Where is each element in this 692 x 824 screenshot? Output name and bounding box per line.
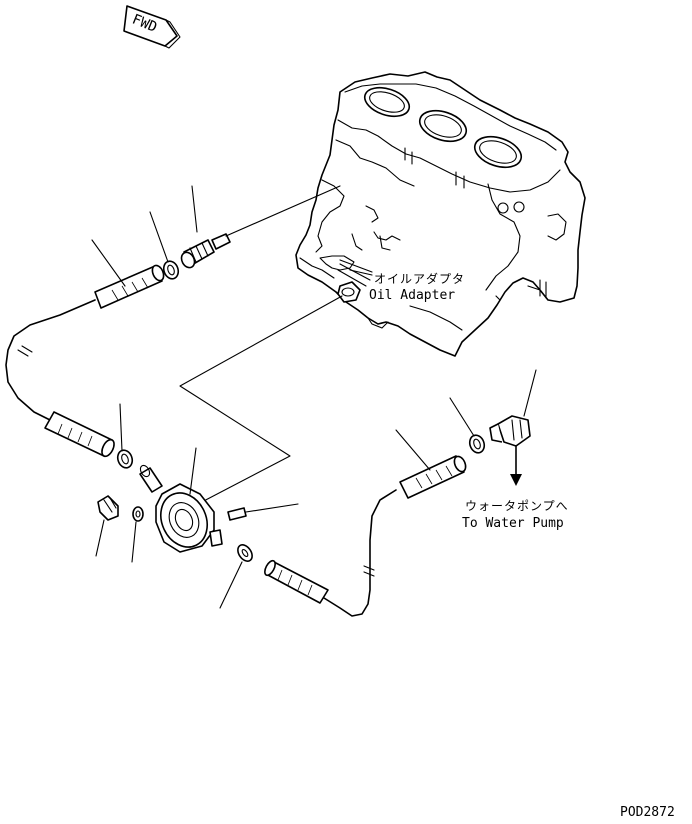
oil-cooler — [139, 447, 223, 553]
hose-fitting-upper — [180, 185, 341, 269]
oil-adapter-label-en: Oil Adapter — [369, 288, 456, 303]
fwd-arrow-icon: FWD — [123, 5, 181, 49]
engine-block — [295, 71, 586, 357]
water-pump-label-jp: ウォータポンプへ — [465, 499, 569, 513]
water-pump-label-en: To Water Pump — [462, 516, 564, 531]
oil-hose-upper — [5, 239, 165, 421]
oil-adapter-leader — [349, 269, 373, 276]
hose-clamp-middle — [219, 544, 253, 609]
routing-line — [179, 295, 343, 505]
bolt — [227, 503, 299, 521]
oil-hose-lower — [44, 411, 115, 458]
washer — [131, 506, 144, 563]
hose-clamp-lower — [116, 403, 134, 469]
water-hose-upper — [395, 429, 467, 499]
water-hose-lower — [264, 489, 397, 617]
oil-adapter-label-jp: オイルアダプタ — [374, 272, 466, 286]
elbow-fitting — [489, 369, 537, 447]
hose-clamp-upper — [149, 211, 180, 280]
hose-clamp-right — [449, 397, 486, 454]
drawing-code: POD2872 — [620, 805, 675, 820]
flow-arrow-icon — [510, 445, 522, 486]
drain-plug — [95, 495, 119, 557]
